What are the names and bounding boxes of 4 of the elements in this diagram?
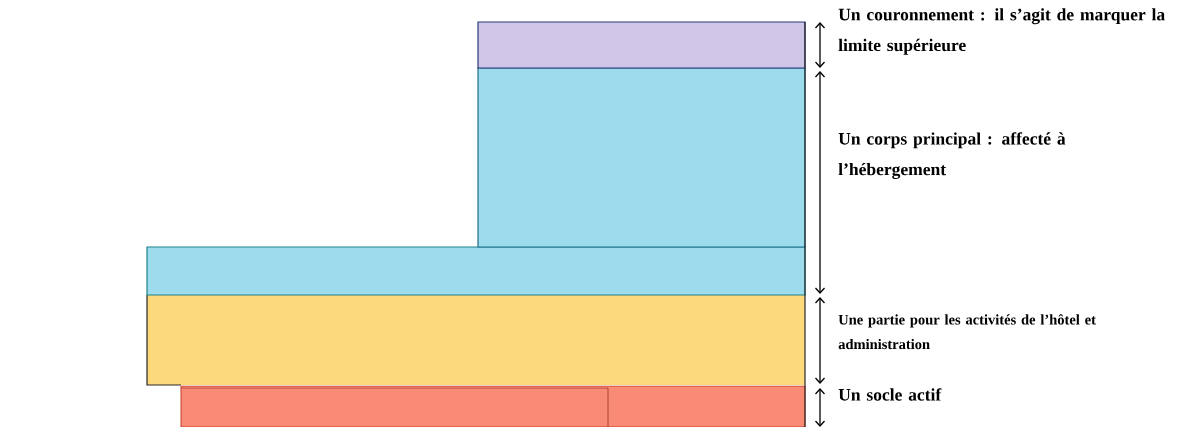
annotation-text: Un corps principal : affecté à l’hébergement: [838, 132, 1066, 179]
annotation-text: Une partie pour les activités de l’hôtel et administration: [838, 314, 1096, 350]
annotation-text: Un couronnement : il s’agit de marquer la limite supérieure: [838, 8, 1165, 55]
annotation-text: Un socle actif: [838, 388, 942, 401]
